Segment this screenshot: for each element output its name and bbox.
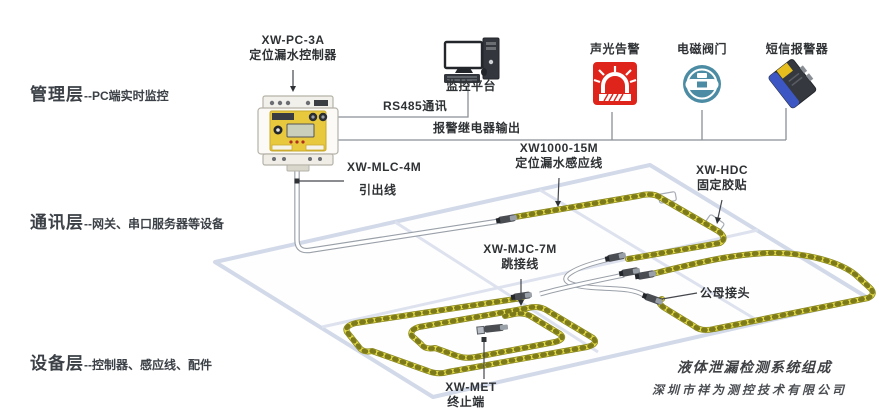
sensing-cable-right-loop <box>649 249 876 333</box>
alarm-label: 声光告警 <box>589 42 641 56</box>
layer-name: 设备层 <box>30 354 84 373</box>
pointer-arrowheads <box>290 86 721 342</box>
label-pointers <box>292 70 723 379</box>
sms-label: 短信报警器 <box>765 42 829 56</box>
jumper-model: XW-MJC-7M <box>483 242 557 256</box>
solenoid-valve-icon <box>683 65 721 103</box>
clip-label: XW-HDC 固定胶贴 <box>696 163 748 193</box>
controller-name: 定位漏水控制器 <box>249 48 337 62</box>
terminator-model: XW-MET <box>445 380 497 394</box>
footer-company: 深圳市祥为测控技术有限公司 <box>652 383 848 397</box>
lead-wire <box>294 167 503 254</box>
terminator-connector <box>476 324 509 335</box>
lead-wire-name: 引出线 <box>359 183 397 197</box>
layer-desc: --控制器、感应线、配件 <box>84 358 212 372</box>
monitoring-platform-icon <box>443 37 500 83</box>
layer-name: 通讯层 <box>30 213 84 232</box>
rs485-line <box>338 82 469 118</box>
layer-name: 管理层 <box>30 85 84 104</box>
sensing-cable-spiral <box>343 295 598 377</box>
sensing-cable-model: XW1000-15M <box>519 141 599 155</box>
sensing-cable-label: XW1000-15M 定位漏水感应线 <box>515 141 603 171</box>
layer-label-communication: 通讯层--网关、串口服务器等设备 <box>30 208 224 233</box>
terminator-name: 终止端 <box>447 395 485 409</box>
controller-device <box>257 95 339 172</box>
mouse-icon <box>481 68 487 76</box>
valve-label: 电磁阀门 <box>676 42 728 56</box>
rs485-label: RS485通讯 <box>383 99 448 113</box>
clip-model: XW-HDC <box>695 163 749 177</box>
sensing-cable-name: 定位漏水感应线 <box>515 156 603 170</box>
footer-title: 液体泄漏检测系统组成 <box>677 359 832 375</box>
clip-name: 固定胶贴 <box>696 178 747 192</box>
relay-output-line <box>338 108 787 141</box>
sound-light-alarm-icon <box>593 62 637 105</box>
male-female-connector-label: 公母接头 <box>700 286 751 300</box>
controller-label: XW-PC-3A 定位漏水控制器 <box>249 33 337 63</box>
relay-output-label: 报警继电器输出 <box>433 121 521 135</box>
sensing-cable-loop1 <box>512 191 727 262</box>
jumper-label: XW-MJC-7M 跳接线 <box>483 242 557 272</box>
jumper-cables <box>539 256 647 299</box>
jumper-name: 跳接线 <box>501 257 539 271</box>
layer-desc: --PC端实时监控 <box>84 89 169 103</box>
platform-label: 监控平台 <box>445 79 497 93</box>
controller-model: XW-PC-3A <box>261 33 325 47</box>
layer-label-device: 设备层--控制器、感应线、配件 <box>30 349 212 374</box>
layer-label-management: 管理层--PC端实时监控 <box>30 80 169 105</box>
layer-desc: --网关、串口服务器等设备 <box>84 217 224 231</box>
sms-alarm-icon <box>768 59 817 109</box>
lead-wire-model: XW-MLC-4M <box>347 160 422 174</box>
